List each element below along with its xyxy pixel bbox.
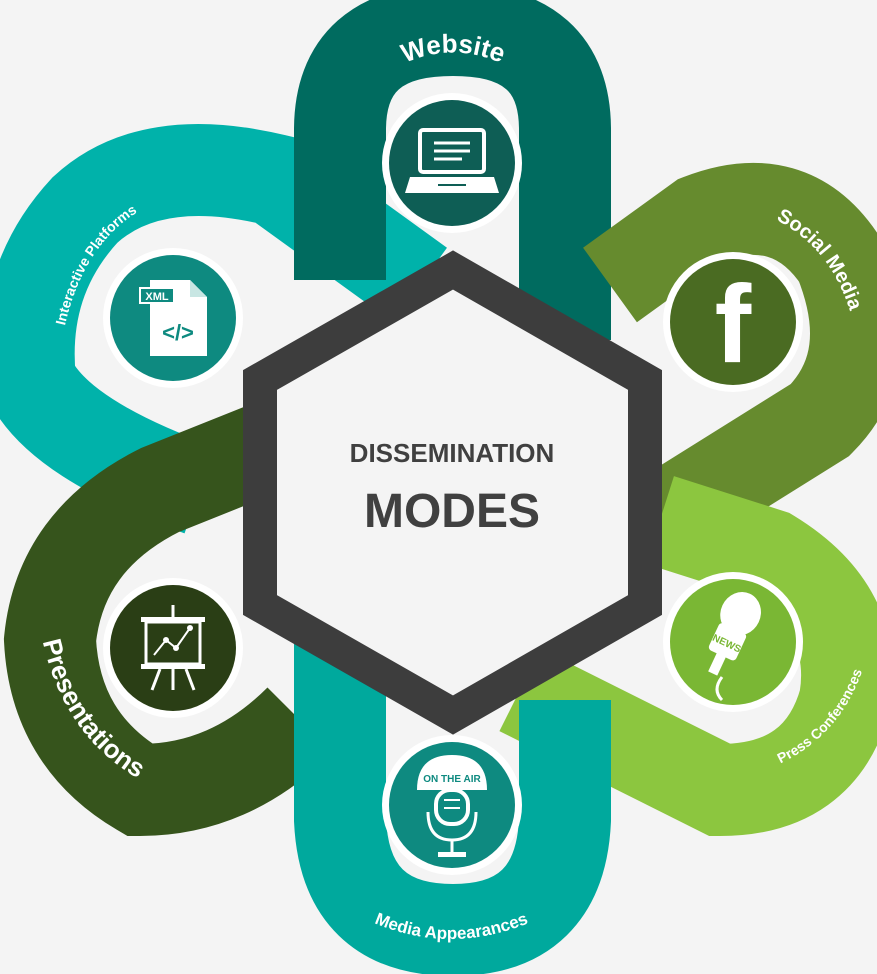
news-microphone-icon: NEWS [708,592,761,702]
presentations-node [103,578,243,718]
presentation-board-icon [141,605,205,691]
media-appearances-node: ON THE AIR [382,735,522,875]
band-media-appearances [294,640,611,974]
center-title-line1: DISSEMINATION [350,438,555,468]
social-media-node: f [663,252,803,392]
xml-file-icon: XML </> [139,280,207,356]
facebook-icon: f [715,263,752,386]
press-conferences-node: NEWS [663,572,803,712]
on-the-air-microphone-icon: ON THE AIR [417,755,487,857]
band-website [294,0,611,340]
center-title-line2: MODES [364,485,540,538]
band-presentations [3,397,333,837]
band-social-media [583,162,877,560]
interactive-platforms-node: XML </> [103,248,243,388]
band-interactive-platforms [0,124,447,534]
on-the-air-label: ON THE AIR [423,774,481,785]
xml-label: XML [145,291,169,303]
code-label: </> [162,320,194,345]
band-press-conferences [499,476,877,837]
center-hexagon: DISSEMINATION MODES [243,250,662,735]
laptop-icon [405,128,499,193]
website-node [382,93,522,233]
